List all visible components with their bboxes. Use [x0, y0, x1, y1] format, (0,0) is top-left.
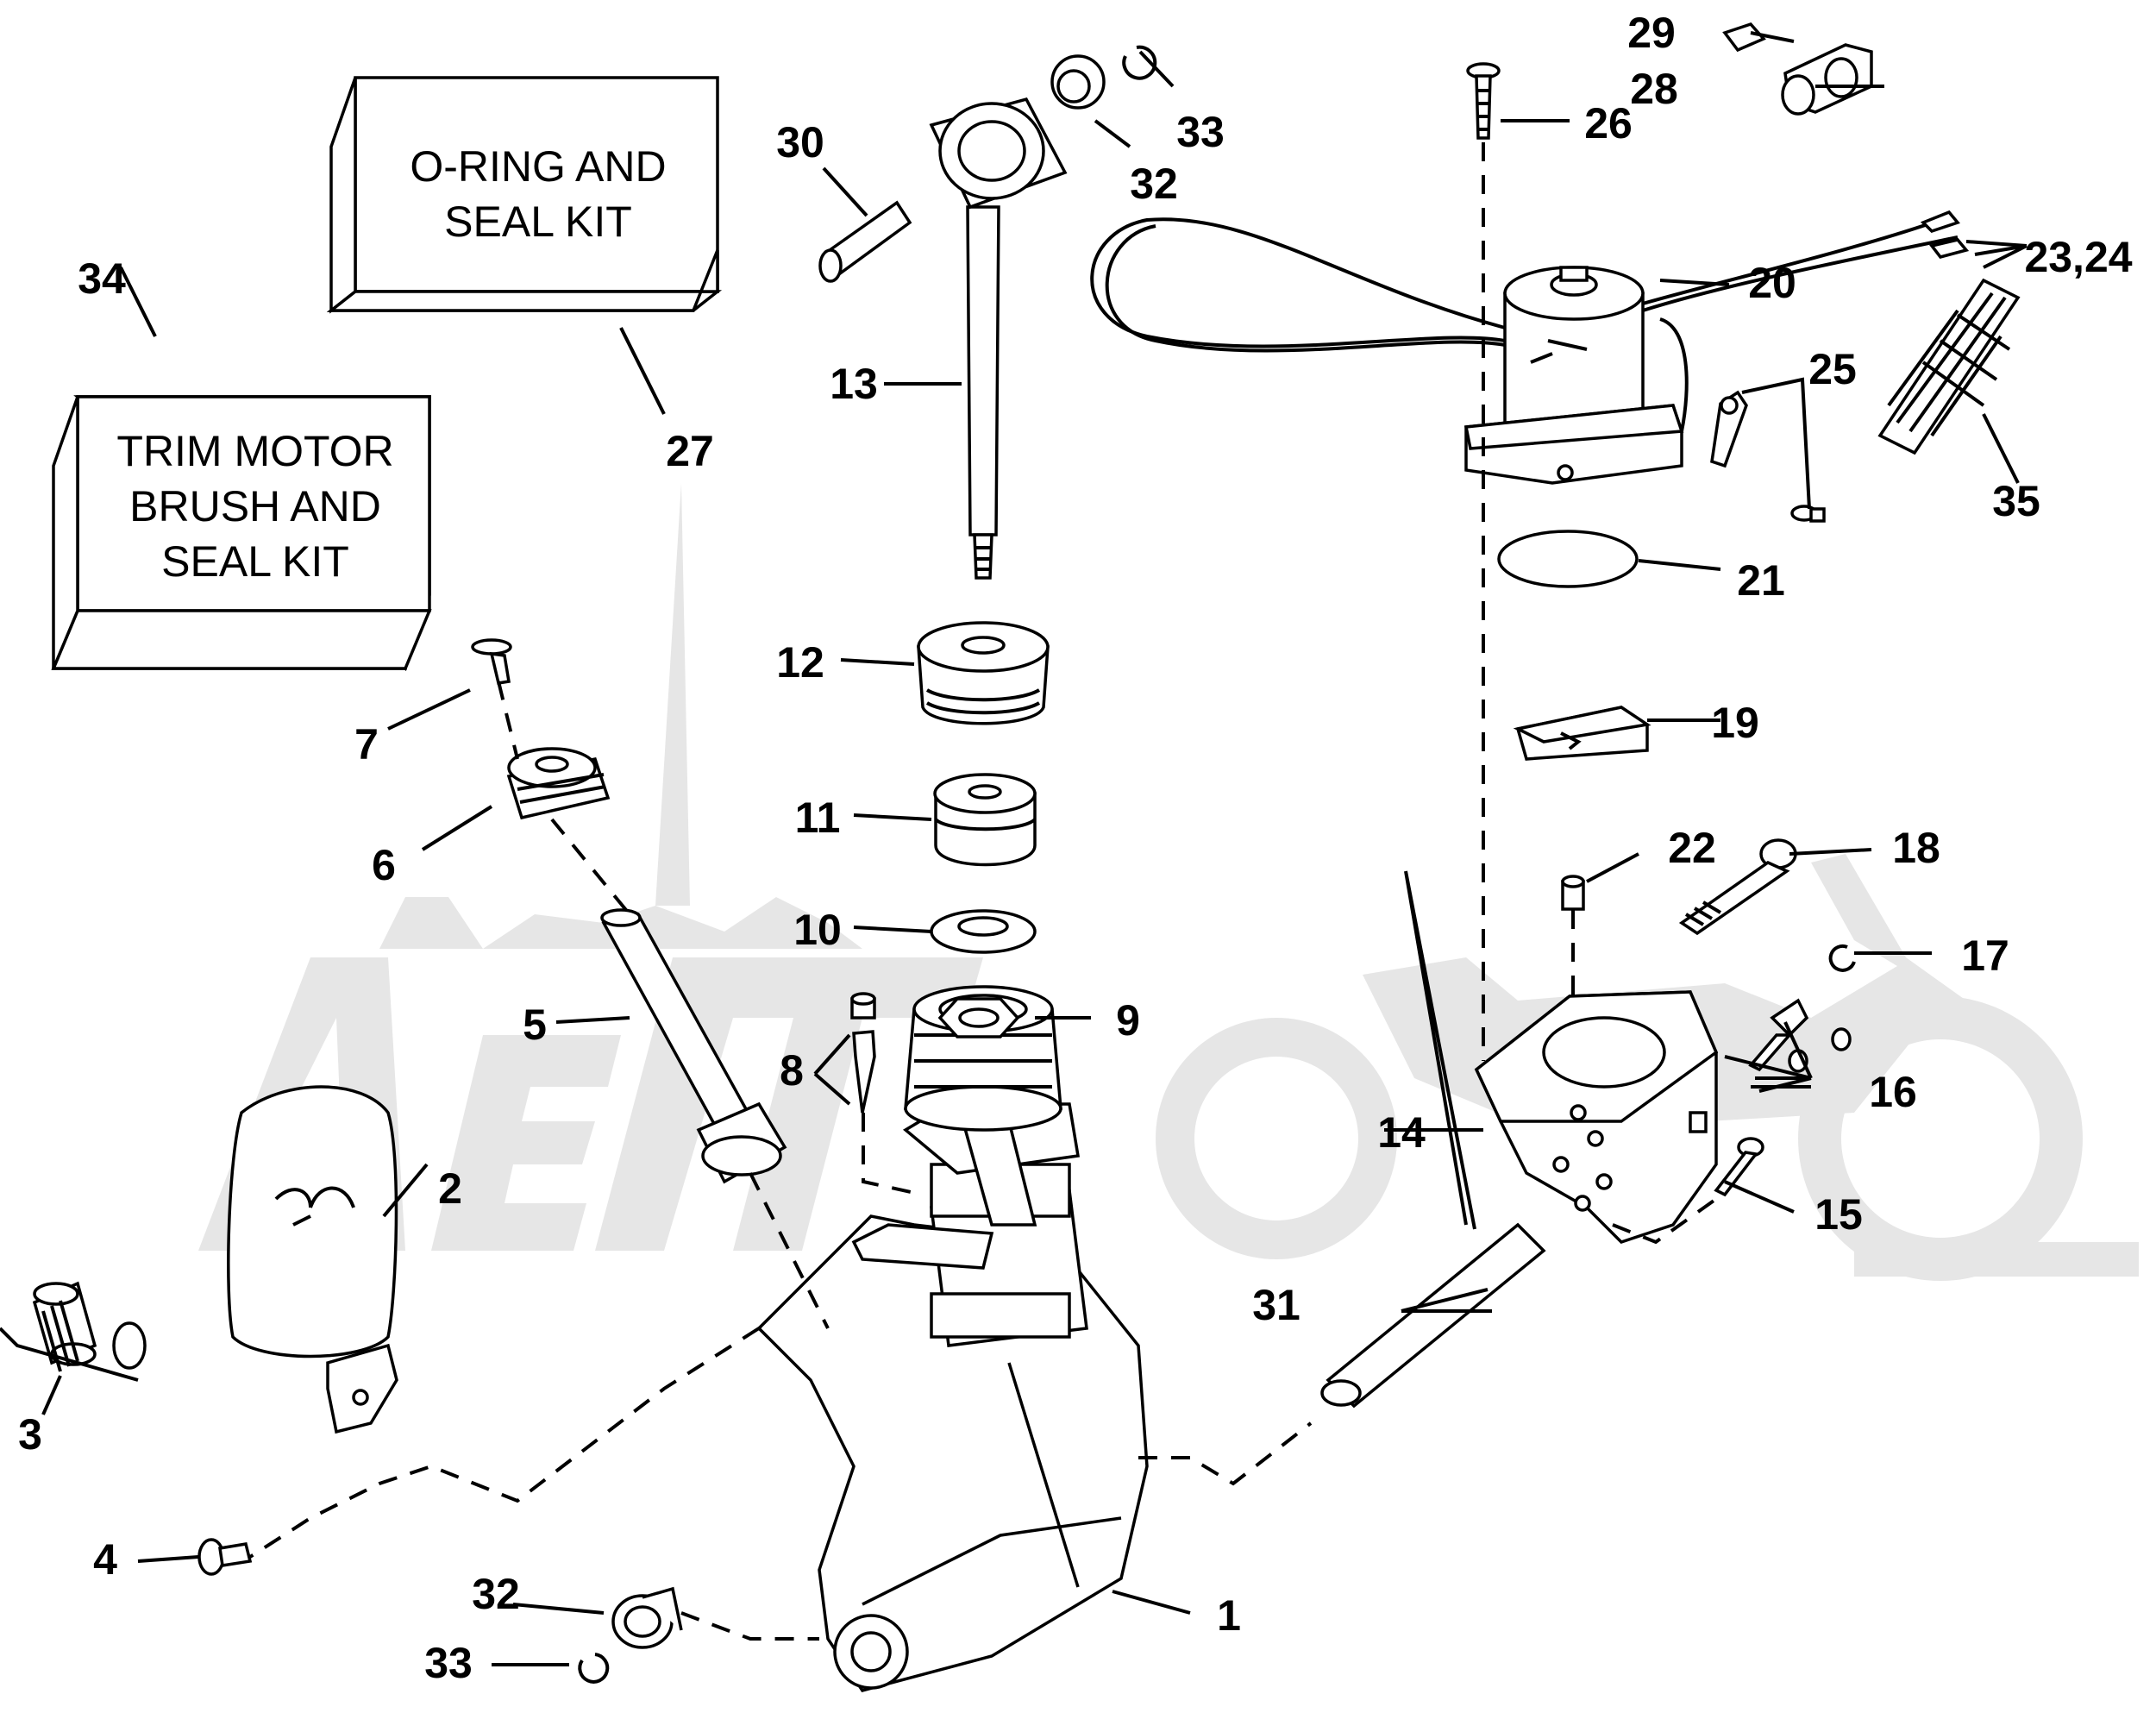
part-7-screw	[471, 638, 512, 685]
kit-27-line-1: O-RING AND	[410, 142, 666, 191]
part-2-reservoir	[227, 1085, 398, 1434]
part-25-clip	[1710, 390, 1826, 523]
part-8-valve	[850, 992, 876, 1114]
part-4-screw	[197, 1538, 253, 1576]
part-5-tube	[600, 908, 787, 1184]
callout-20: 20	[1748, 259, 1796, 307]
part-1-cylinder-housing	[756, 1051, 1149, 1693]
callout-5: 5	[523, 1001, 547, 1049]
callout-4: 4	[93, 1535, 117, 1584]
callout-32-upper: 32	[1130, 160, 1178, 208]
part-33-clip-upper	[1122, 45, 1157, 80]
callout-14: 14	[1377, 1108, 1426, 1157]
part-33-clip-lower	[578, 1653, 610, 1684]
kit-34-line-3: SEAL KIT	[161, 537, 349, 586]
part-22-plug	[1561, 875, 1585, 911]
part-11-piston	[933, 773, 1037, 867]
callout-22: 22	[1668, 824, 1716, 872]
callout-25: 25	[1808, 345, 1857, 393]
part-6-plug	[506, 747, 611, 820]
callout-labels: 1 2 3 4 5 6 7 8 9 10 11 12 13 14 15 16 1…	[18, 9, 2133, 1687]
part-30-pin	[818, 200, 912, 283]
callout-2: 2	[438, 1164, 462, 1213]
callout-13: 13	[830, 360, 878, 408]
callout-17: 17	[1961, 932, 2009, 980]
part-12-cap	[917, 621, 1050, 725]
part-10-washer	[930, 909, 1037, 954]
part-28-connector	[1781, 43, 1873, 116]
callout-16: 16	[1869, 1068, 1917, 1116]
part-29-clip	[1722, 22, 1766, 53]
part-31-pin	[1320, 1222, 1546, 1409]
callout-32-lower: 32	[472, 1570, 520, 1618]
callout-27: 27	[666, 427, 714, 475]
callout-6: 6	[372, 841, 396, 889]
callout-3: 3	[18, 1410, 42, 1459]
part-16-valve	[1748, 998, 1852, 1073]
part-17-clip	[1828, 944, 1856, 972]
callout-15: 15	[1814, 1190, 1863, 1239]
part-13-piston-rod	[929, 97, 1068, 580]
callout-10: 10	[793, 906, 842, 954]
callout-9: 9	[1116, 996, 1140, 1045]
part-32-bushing-lower	[611, 1586, 683, 1649]
callout-31: 31	[1252, 1281, 1300, 1329]
kit-34-line-1: TRIM MOTOR	[116, 427, 393, 475]
part-21-o-ring	[1497, 530, 1639, 588]
callout-8: 8	[780, 1046, 804, 1095]
callout-28: 28	[1630, 65, 1678, 113]
leader-lines	[41, 31, 2028, 1666]
callout-29: 29	[1627, 9, 1676, 57]
part-3-bearing	[0, 1281, 147, 1382]
callout-21: 21	[1737, 556, 1785, 605]
callout-30: 30	[776, 118, 824, 166]
part-32-bushing-upper	[1050, 54, 1106, 110]
callout-7: 7	[354, 720, 379, 769]
callout-33-upper: 33	[1176, 108, 1225, 156]
callout-34: 34	[78, 254, 126, 303]
callout-19: 19	[1711, 699, 1759, 747]
callout-33-lower: 33	[424, 1639, 473, 1687]
callout-18: 18	[1892, 824, 1940, 872]
callout-35: 35	[1992, 477, 2040, 525]
part-9-nut	[937, 997, 1020, 1038]
part-14-pump-manifold	[1474, 990, 1719, 1245]
part-19-cover	[1513, 706, 1651, 761]
part-18-bolt	[1678, 838, 1797, 936]
callout-11: 11	[795, 794, 841, 842]
part-20-trim-motor	[1090, 210, 1970, 485]
part-15-screw	[1714, 1137, 1764, 1197]
kit-box-34: TRIM MOTOR BRUSH AND SEAL KIT	[51, 395, 432, 671]
kit-27-line-2: SEAL KIT	[444, 198, 632, 246]
callout-23-24: 23,24	[2024, 233, 2132, 281]
callout-12: 12	[776, 638, 824, 687]
watermark	[198, 483, 2139, 1281]
callout-26: 26	[1584, 99, 1633, 147]
assembly-lines	[248, 142, 1718, 1641]
part-35-sleeve	[1877, 278, 2021, 455]
kit-box-27: O-RING AND SEAL KIT	[326, 76, 723, 314]
kit-34-line-2: BRUSH AND	[129, 482, 381, 530]
callout-1: 1	[1217, 1591, 1241, 1640]
part-26-screw	[1466, 62, 1501, 140]
